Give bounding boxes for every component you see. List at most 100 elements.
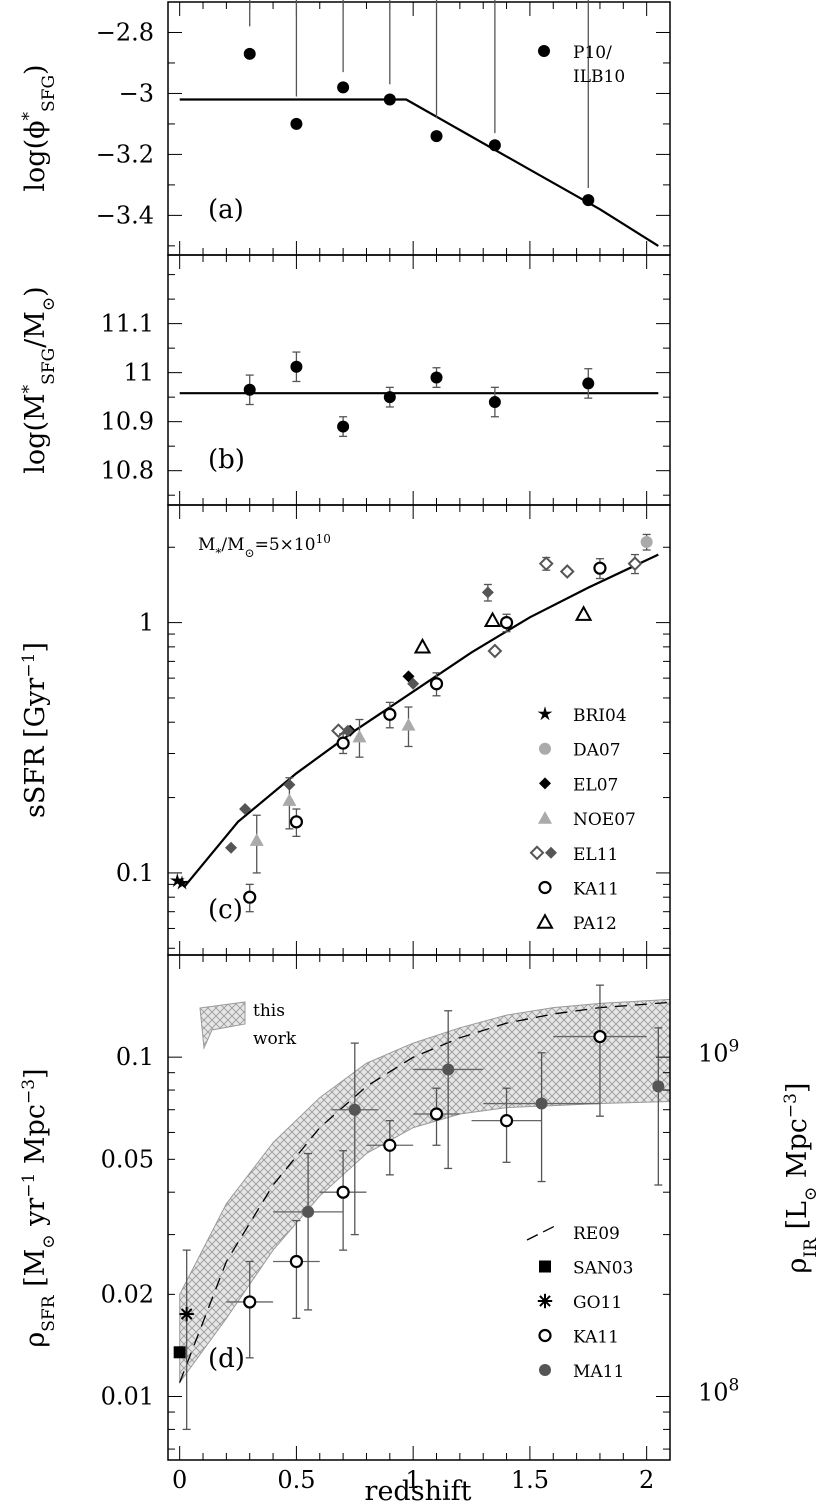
legend-label: PA12 bbox=[573, 914, 617, 934]
y-tick-label: 1 bbox=[139, 609, 154, 637]
y-tick-label: 0.01 bbox=[101, 1383, 154, 1411]
ka11-point bbox=[289, 815, 304, 829]
el11-point bbox=[627, 556, 643, 572]
panel-a-legend-line-1: P10/ bbox=[573, 43, 612, 63]
legend-marker bbox=[539, 742, 551, 755]
legend-label: RE09 bbox=[573, 1224, 620, 1244]
el11-point bbox=[481, 586, 494, 599]
legend-marker bbox=[537, 706, 553, 721]
ka11-point bbox=[499, 616, 514, 630]
el11-point bbox=[239, 803, 252, 816]
noe07-point bbox=[249, 833, 264, 846]
ka11-point bbox=[289, 1254, 304, 1269]
model-line bbox=[183, 553, 659, 888]
x-tick-label: 0 bbox=[172, 1466, 187, 1494]
da07-point bbox=[640, 535, 653, 548]
el11-point bbox=[283, 778, 296, 791]
ka11-point bbox=[243, 890, 257, 904]
noe07-point bbox=[352, 729, 367, 743]
y-tick-label: 10.8 bbox=[101, 457, 154, 485]
this-work-legend-swatch bbox=[199, 1001, 246, 1050]
panel-d-y2-label: ρIR [L⊙ Mpc−3] bbox=[781, 1083, 821, 1274]
panel-d-y-label: ρSFR [M⊙ yr−1 Mpc−3] bbox=[19, 1068, 59, 1347]
legend-marker bbox=[529, 845, 545, 861]
legend-marker bbox=[538, 880, 552, 895]
ma11-point bbox=[302, 1205, 315, 1218]
data-point bbox=[488, 396, 501, 409]
el11-point bbox=[407, 677, 420, 690]
panel-frame bbox=[167, 954, 671, 1461]
x-tick-label: 1.5 bbox=[511, 1466, 549, 1494]
y-tick-label: 0.1 bbox=[116, 859, 154, 887]
p10/ilb10-point bbox=[243, 47, 256, 60]
p10/ilb10-point bbox=[337, 81, 350, 94]
y2-tick-label: 109 bbox=[698, 1036, 739, 1067]
x-tick-label: 1 bbox=[406, 1466, 421, 1494]
legend-marker bbox=[537, 1293, 553, 1309]
panel-a-legend-line-2: ILB10 bbox=[573, 67, 625, 87]
y-tick-label: 0.1 bbox=[116, 1043, 154, 1071]
legend-label: KA11 bbox=[573, 1328, 619, 1348]
panel-d-tag: (d) bbox=[208, 1344, 245, 1374]
ka11-point bbox=[383, 707, 397, 721]
legend-marker bbox=[526, 1223, 560, 1241]
ka11-point bbox=[383, 1138, 397, 1152]
x-axis-label: redshift bbox=[365, 1476, 472, 1507]
go11-point-stroke bbox=[180, 1308, 193, 1320]
data-point bbox=[290, 360, 303, 373]
ka11-point bbox=[593, 1029, 607, 1044]
legend-marker bbox=[536, 913, 554, 929]
y-tick-label: 0.02 bbox=[101, 1280, 154, 1308]
band-legend-line-1: this bbox=[253, 1001, 285, 1021]
legend-marker-stroke bbox=[539, 1295, 551, 1307]
legend-marker bbox=[539, 777, 551, 790]
ma11-point bbox=[535, 1097, 548, 1110]
x-tick-label: 2 bbox=[639, 1466, 654, 1494]
legend-marker bbox=[539, 1260, 551, 1273]
panel-c-y-label: sSFR [Gyr−1] bbox=[19, 642, 51, 818]
go11-point bbox=[179, 1306, 194, 1322]
legend-label: DA07 bbox=[573, 741, 621, 761]
el07-point bbox=[402, 670, 415, 683]
legend-label: NOE07 bbox=[573, 810, 636, 830]
legend-label: KA11 bbox=[573, 880, 619, 900]
legend-label: SAN03 bbox=[573, 1259, 633, 1279]
ma11-point bbox=[442, 1063, 455, 1076]
legend-label: MA11 bbox=[573, 1362, 624, 1382]
p10/ilb10-point bbox=[488, 139, 501, 152]
data-point bbox=[582, 377, 595, 390]
ka11-point bbox=[593, 561, 607, 575]
ka11-point bbox=[243, 1295, 257, 1309]
legend-label: EL11 bbox=[573, 845, 618, 865]
panel-a-tag: (a) bbox=[208, 195, 244, 225]
data-point bbox=[337, 420, 350, 433]
ma11-point bbox=[348, 1103, 361, 1116]
band-legend-line-2: work bbox=[253, 1029, 297, 1049]
el11-point bbox=[538, 556, 554, 572]
pa12-point bbox=[413, 637, 432, 654]
y-tick-label: −3 bbox=[119, 79, 154, 107]
legend-label: EL07 bbox=[573, 775, 618, 795]
panel-a-y-label: log(ϕ*SFG) bbox=[19, 64, 59, 191]
panel-b-tag: (b) bbox=[208, 445, 245, 475]
y-tick-label: 0.05 bbox=[101, 1145, 154, 1173]
p10/ilb10-point bbox=[290, 117, 303, 130]
ka11-point bbox=[336, 736, 350, 750]
bri04-point bbox=[169, 873, 185, 888]
model-line bbox=[179, 98, 659, 247]
bri04-point bbox=[174, 875, 190, 890]
ka11-point bbox=[429, 677, 444, 691]
y-tick-label: −2.8 bbox=[96, 18, 154, 46]
p10/ilb10-point bbox=[582, 194, 595, 207]
ma11-point bbox=[652, 1080, 665, 1093]
legend-marker bbox=[539, 1364, 551, 1376]
data-point bbox=[430, 371, 443, 384]
data-point bbox=[243, 383, 256, 396]
legend-marker bbox=[538, 45, 550, 57]
legend-marker bbox=[538, 811, 552, 824]
y-tick-label: 10.9 bbox=[101, 408, 154, 436]
el11-point bbox=[487, 643, 503, 659]
el11-point bbox=[559, 564, 575, 579]
pa12-point bbox=[483, 611, 502, 628]
